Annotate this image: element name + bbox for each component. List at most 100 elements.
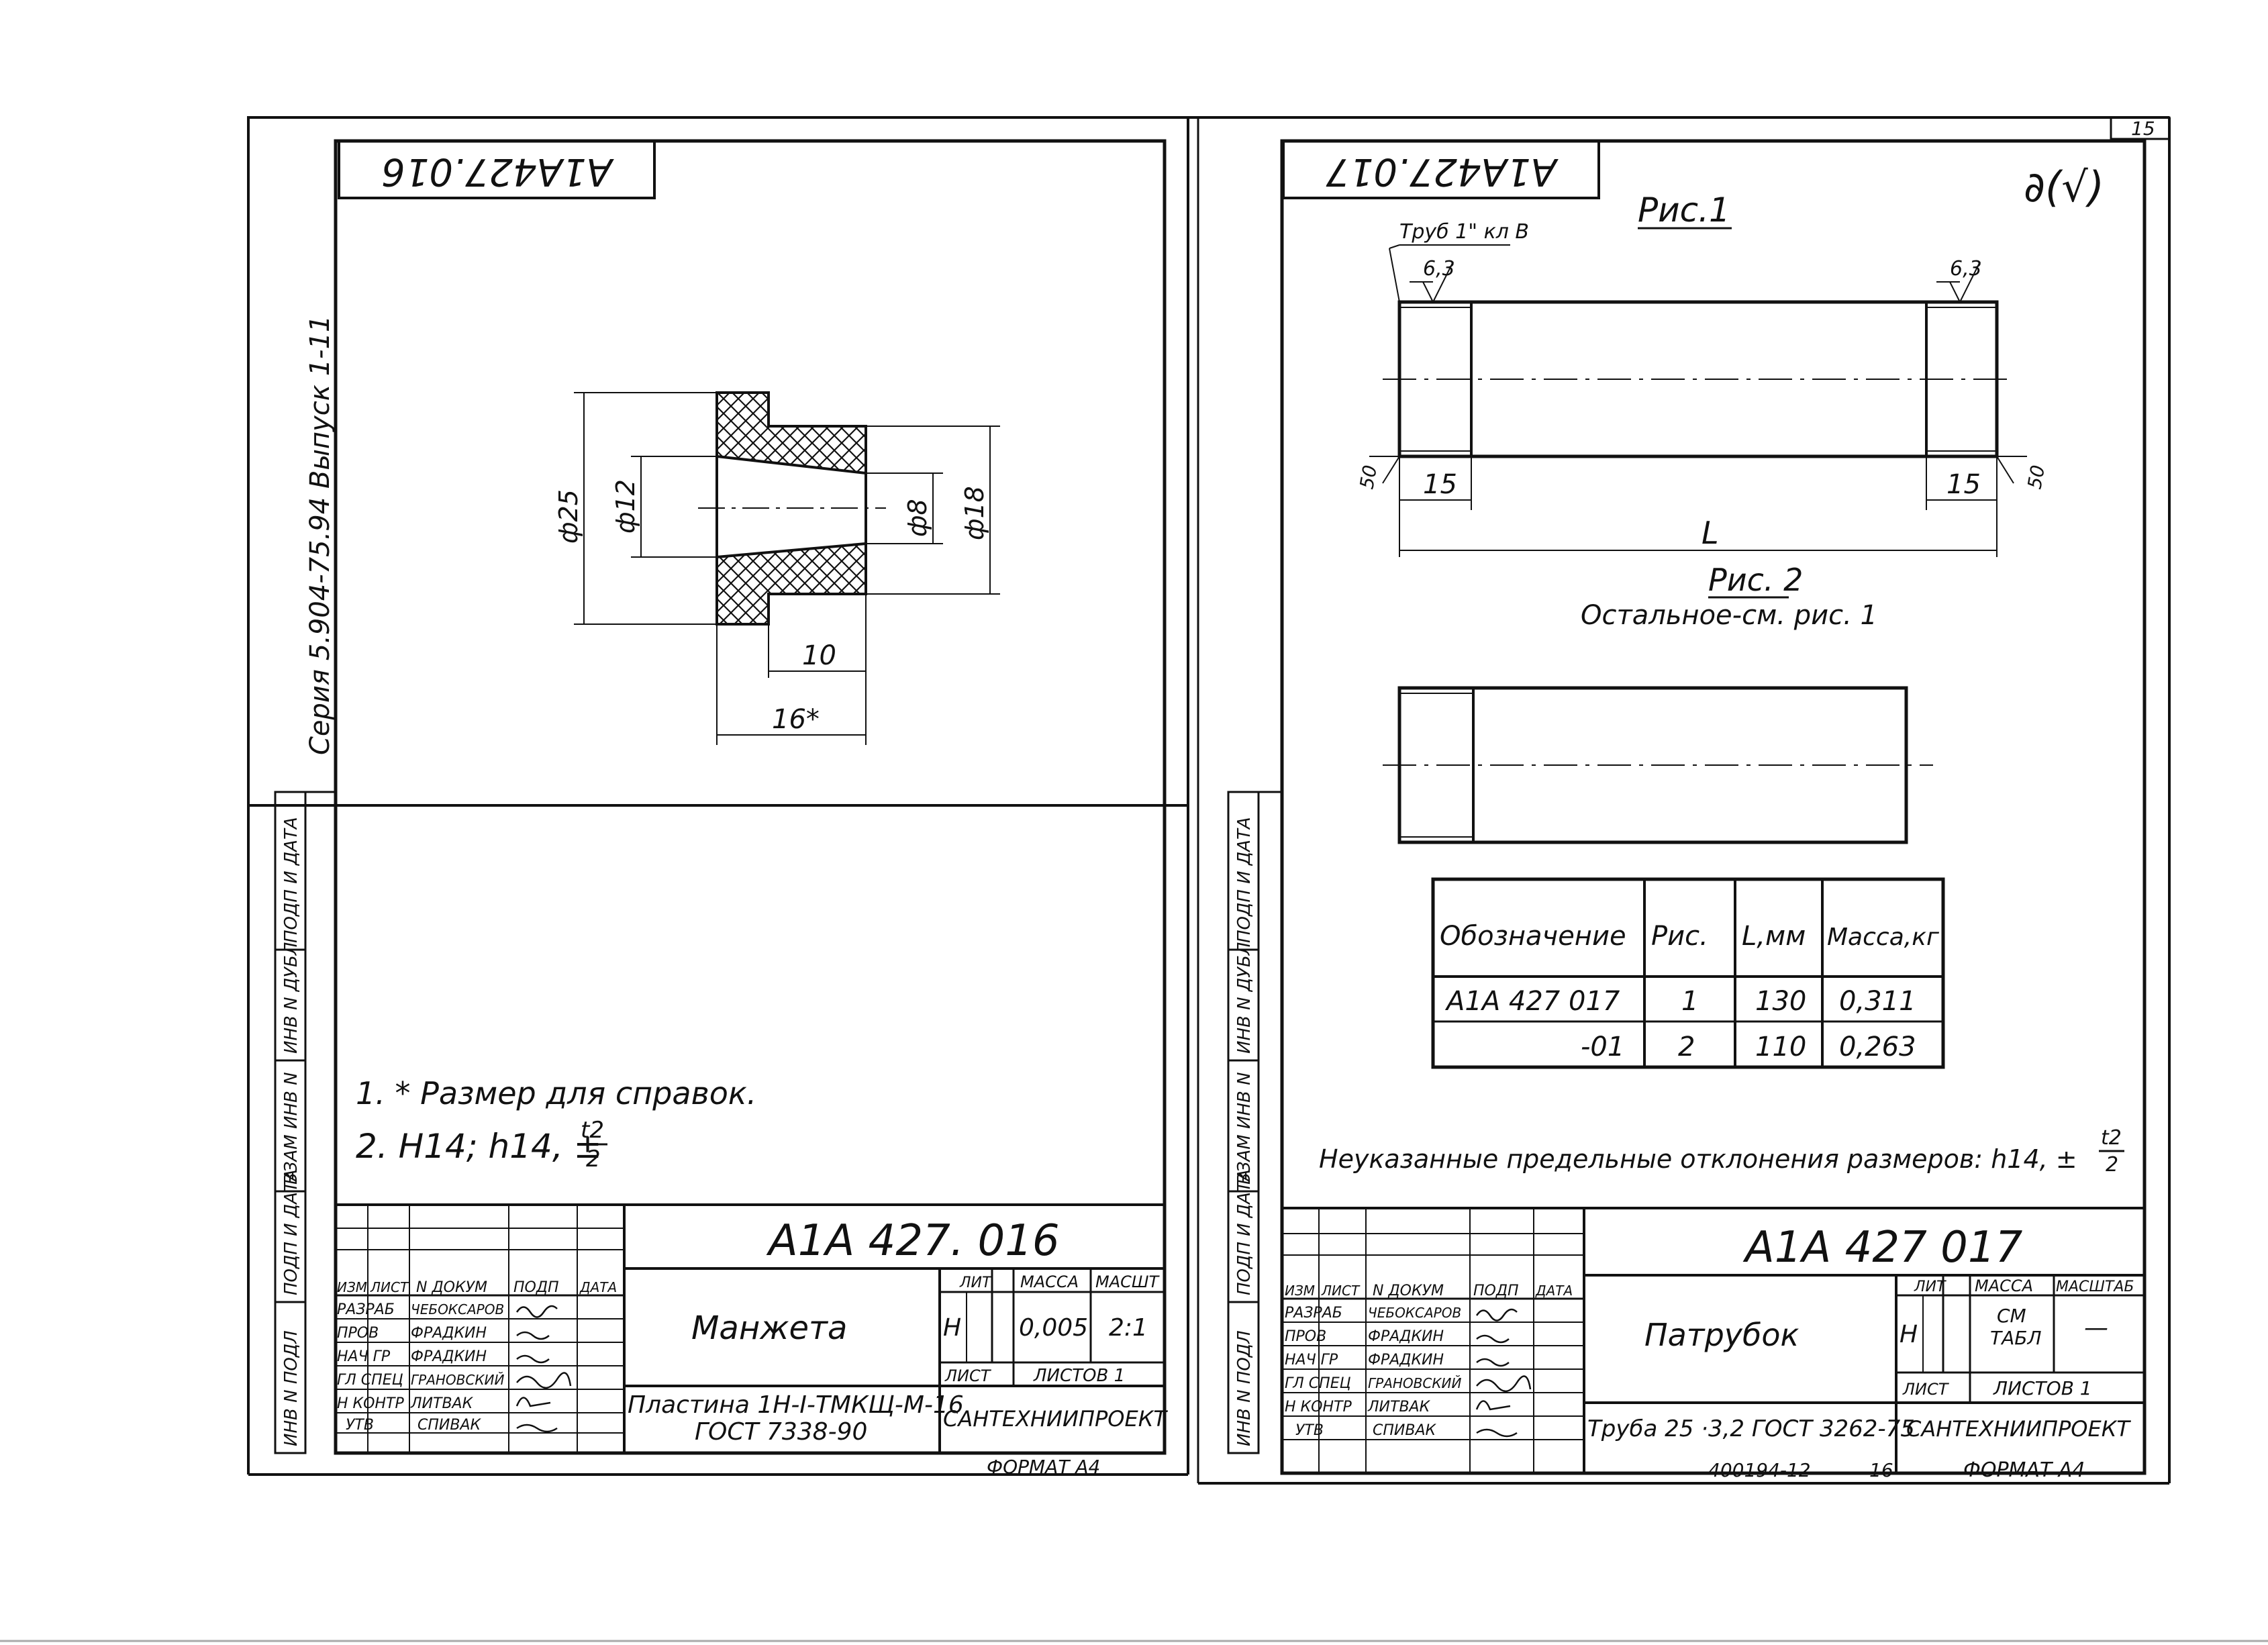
- table-cell-0-1: 1: [1681, 986, 1698, 1017]
- fig1-pipe: [1369, 248, 2027, 557]
- left-role-0: РАЗРАБ: [337, 1301, 395, 1318]
- left-mass-header: МАССА: [1020, 1273, 1079, 1291]
- right-name-5: СПИВАК: [1373, 1422, 1437, 1439]
- table-header-length: L,мм: [1742, 921, 1806, 952]
- right-scale-value: —: [2084, 1314, 2108, 1342]
- left-name-0: ЧЕБОКСАРОВ: [411, 1301, 504, 1317]
- roughness-value-2: 6,3: [1950, 257, 1982, 281]
- left-mass-value: 0,005: [1019, 1314, 1088, 1342]
- right-lit-header: ЛИТ: [1914, 1279, 1946, 1295]
- left-hdr-doc: N ДОКУМ: [416, 1279, 487, 1296]
- left-side-stamp: ПОДП И ДАТА ИНВ N ДУБЛ ВЗАМ ИНВ N ПОДП И…: [274, 791, 336, 1454]
- left-name-5: СПИВАК: [417, 1417, 482, 1434]
- variant-table: Обозначение Рис. L,мм Масса,кг А1А 427 0…: [1431, 877, 1945, 1069]
- right-hdr-sign: ПОДП: [1473, 1283, 1519, 1299]
- pipe-label: Труб 1" кл В: [1399, 220, 1529, 244]
- left-org: САНТЕХНИИПРОЕКТ: [943, 1406, 1168, 1432]
- right-title-block: ИЗМ ЛИСТ N ДОКУМ ПОДП ДАТА РАЗРАБ ПРОВ Н…: [1282, 1207, 2144, 1473]
- left-role-1: ПРОВ: [337, 1325, 379, 1342]
- left-role-2: НАЧ ГР: [337, 1348, 391, 1365]
- left-stamp-cell-1: ПОДП И ДАТА: [281, 1169, 301, 1295]
- right-hdr-doc: N ДОКУМ: [1373, 1283, 1444, 1299]
- right-name-0: ЧЕБОКСАРОВ: [1368, 1305, 1461, 1321]
- left-material-2: ГОСТ 7338-90: [695, 1418, 867, 1446]
- right-format: ФОРМАТ А4: [1963, 1458, 2085, 1482]
- left-material-1: Пластина 1Н-I-ТМКЩ-М-16: [628, 1391, 964, 1419]
- thread-len-1: 15: [1423, 469, 1457, 500]
- signature-marks: [1475, 1308, 1532, 1438]
- right-name-4: ЛИТВАК: [1367, 1399, 1431, 1415]
- left-name-4: ЛИТВАК: [410, 1395, 474, 1412]
- tolerance-frac-num: t2: [2101, 1126, 2122, 1150]
- left-lit-header: ЛИТ: [959, 1275, 992, 1291]
- right-top-code: А1А427.017: [1326, 150, 1559, 193]
- fig2-label: Рис. 2: [1708, 562, 1803, 598]
- right-role-4: Н КОНТР: [1285, 1399, 1352, 1415]
- left-stamp-cell-4: ПОДП И ДАТА: [281, 817, 301, 943]
- left-stamp-cell-2: ВЗАМ ИНВ N: [281, 1072, 301, 1185]
- dim-16: 16*: [772, 704, 820, 735]
- right-role-2: НАЧ ГР: [1285, 1352, 1338, 1368]
- left-doc-code: А1А 427. 016: [766, 1216, 1060, 1266]
- note-2-frac-num: t2: [581, 1117, 604, 1144]
- right-role-3: ГЛ СПЕЦ: [1285, 1375, 1351, 1392]
- left-hdr-date: ДАТА: [579, 1279, 617, 1295]
- note-2: 2. Н14; h14, ±: [356, 1127, 602, 1166]
- left-sheets-label: ЛИСТОВ 1: [1033, 1366, 1125, 1386]
- right-stamp-cell-2: ВЗАМ ИНВ N: [1234, 1072, 1254, 1185]
- left-role-5: УТВ: [346, 1417, 374, 1434]
- right-name-3: ГРАНОВСКИЙ: [1368, 1375, 1462, 1391]
- right-stamp-cell-3: ИНВ N ДУБЛ: [1234, 942, 1254, 1054]
- fig1-label: Рис.1: [1638, 191, 1730, 230]
- right-lit-value: Н: [1900, 1321, 1918, 1348]
- table-cell-1-1: 2: [1678, 1032, 1695, 1062]
- left-format: ФОРМАТ А4: [987, 1456, 1100, 1478]
- bottom-stamp-page: 16: [1869, 1459, 1893, 1481]
- left-role-4: Н КОНТР: [337, 1395, 404, 1412]
- right-stamp-cell-4: ПОДП И ДАТА: [1234, 817, 1254, 943]
- left-drawing-frame: [334, 139, 1167, 1455]
- page-number: 15: [2131, 117, 2155, 140]
- left-sheet-label: ЛИСТ: [944, 1366, 992, 1385]
- right-part-name: Патрубок: [1644, 1317, 1799, 1353]
- dim-d12: ф12: [611, 479, 640, 534]
- right-role-0: РАЗРАБ: [1285, 1305, 1342, 1322]
- right-doc-code: А1А 427 017: [1742, 1223, 2023, 1273]
- left-title-block: ИЗМ ЛИСТ N ДОКУМ ПОДП ДАТА РАЗРАБ ПРОВ Н…: [336, 1203, 1168, 1453]
- left-scale-value: 2:1: [1109, 1314, 1148, 1342]
- left-name-1: ФРАДКИН: [411, 1325, 487, 1342]
- note-2-frac-den: 2: [586, 1146, 601, 1173]
- right-mass-header: МАССА: [1975, 1277, 2033, 1295]
- left-lit-value: Н: [943, 1314, 961, 1342]
- table-cell-1-0: -01: [1581, 1032, 1624, 1062]
- left-hdr-list: ЛИСТ: [370, 1279, 409, 1295]
- roughness-value-1: 6,3: [1423, 257, 1455, 281]
- left-top-code: А1А427.016: [381, 150, 614, 193]
- fig2-note: Остальное-см. рис. 1: [1581, 600, 1877, 631]
- left-stamp-cell-3: ИНВ N ДУБЛ: [281, 942, 301, 1054]
- note-1: 1. * Размер для справок.: [356, 1075, 756, 1111]
- right-material: Труба 25 ·3,2 ГОСТ 3262-75: [1587, 1415, 1915, 1442]
- right-sheet-label: ЛИСТ: [1902, 1380, 1950, 1399]
- fig2-pipe: [1383, 686, 1933, 844]
- table-header-fig: Рис.: [1651, 921, 1708, 952]
- right-org: САНТЕХНИИПРОЕКТ: [1906, 1416, 2131, 1442]
- right-hdr-date: ДАТА: [1535, 1283, 1573, 1299]
- dim-d25: ф25: [554, 489, 583, 544]
- right-hdr-list: ЛИСТ: [1321, 1283, 1361, 1299]
- tolerance-frac-den: 2: [2106, 1153, 2118, 1177]
- right-sheets-label: ЛИСТОВ 1: [1993, 1377, 2092, 1399]
- right-role-5: УТВ: [1295, 1422, 1324, 1439]
- table-cell-0-3: 0,311: [1839, 986, 1916, 1017]
- right-mass-value-1: СМ: [1997, 1305, 2026, 1327]
- right-stamp-cell-1: ПОДП И ДАТА: [1234, 1169, 1254, 1295]
- signature-marks: [515, 1305, 572, 1433]
- left-scale-header: МАСШТ: [1095, 1273, 1161, 1291]
- roughness-mark: ∂(√): [2024, 162, 2104, 211]
- table-cell-1-2: 110: [1755, 1032, 1806, 1062]
- right-name-2: ФРАДКИН: [1368, 1352, 1444, 1368]
- table-cell-0-0: А1А 427 017: [1444, 986, 1620, 1017]
- table-header-mass: Масса,кг: [1827, 924, 1940, 951]
- right-name-1: ФРАДКИН: [1368, 1328, 1444, 1345]
